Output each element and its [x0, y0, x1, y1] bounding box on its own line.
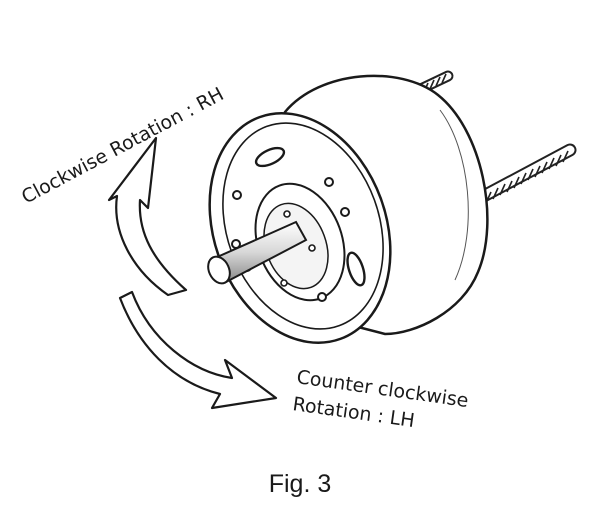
- counter-clockwise-arrow-icon: [118, 290, 278, 410]
- upper-vent-slot: [254, 146, 286, 168]
- figure-caption: Fig. 3: [268, 470, 332, 498]
- output-shaft: [207, 220, 308, 285]
- lower-threaded-rod: [473, 143, 577, 205]
- clockwise-arrow-icon: [107, 136, 188, 297]
- right-vent-slot: [346, 251, 366, 287]
